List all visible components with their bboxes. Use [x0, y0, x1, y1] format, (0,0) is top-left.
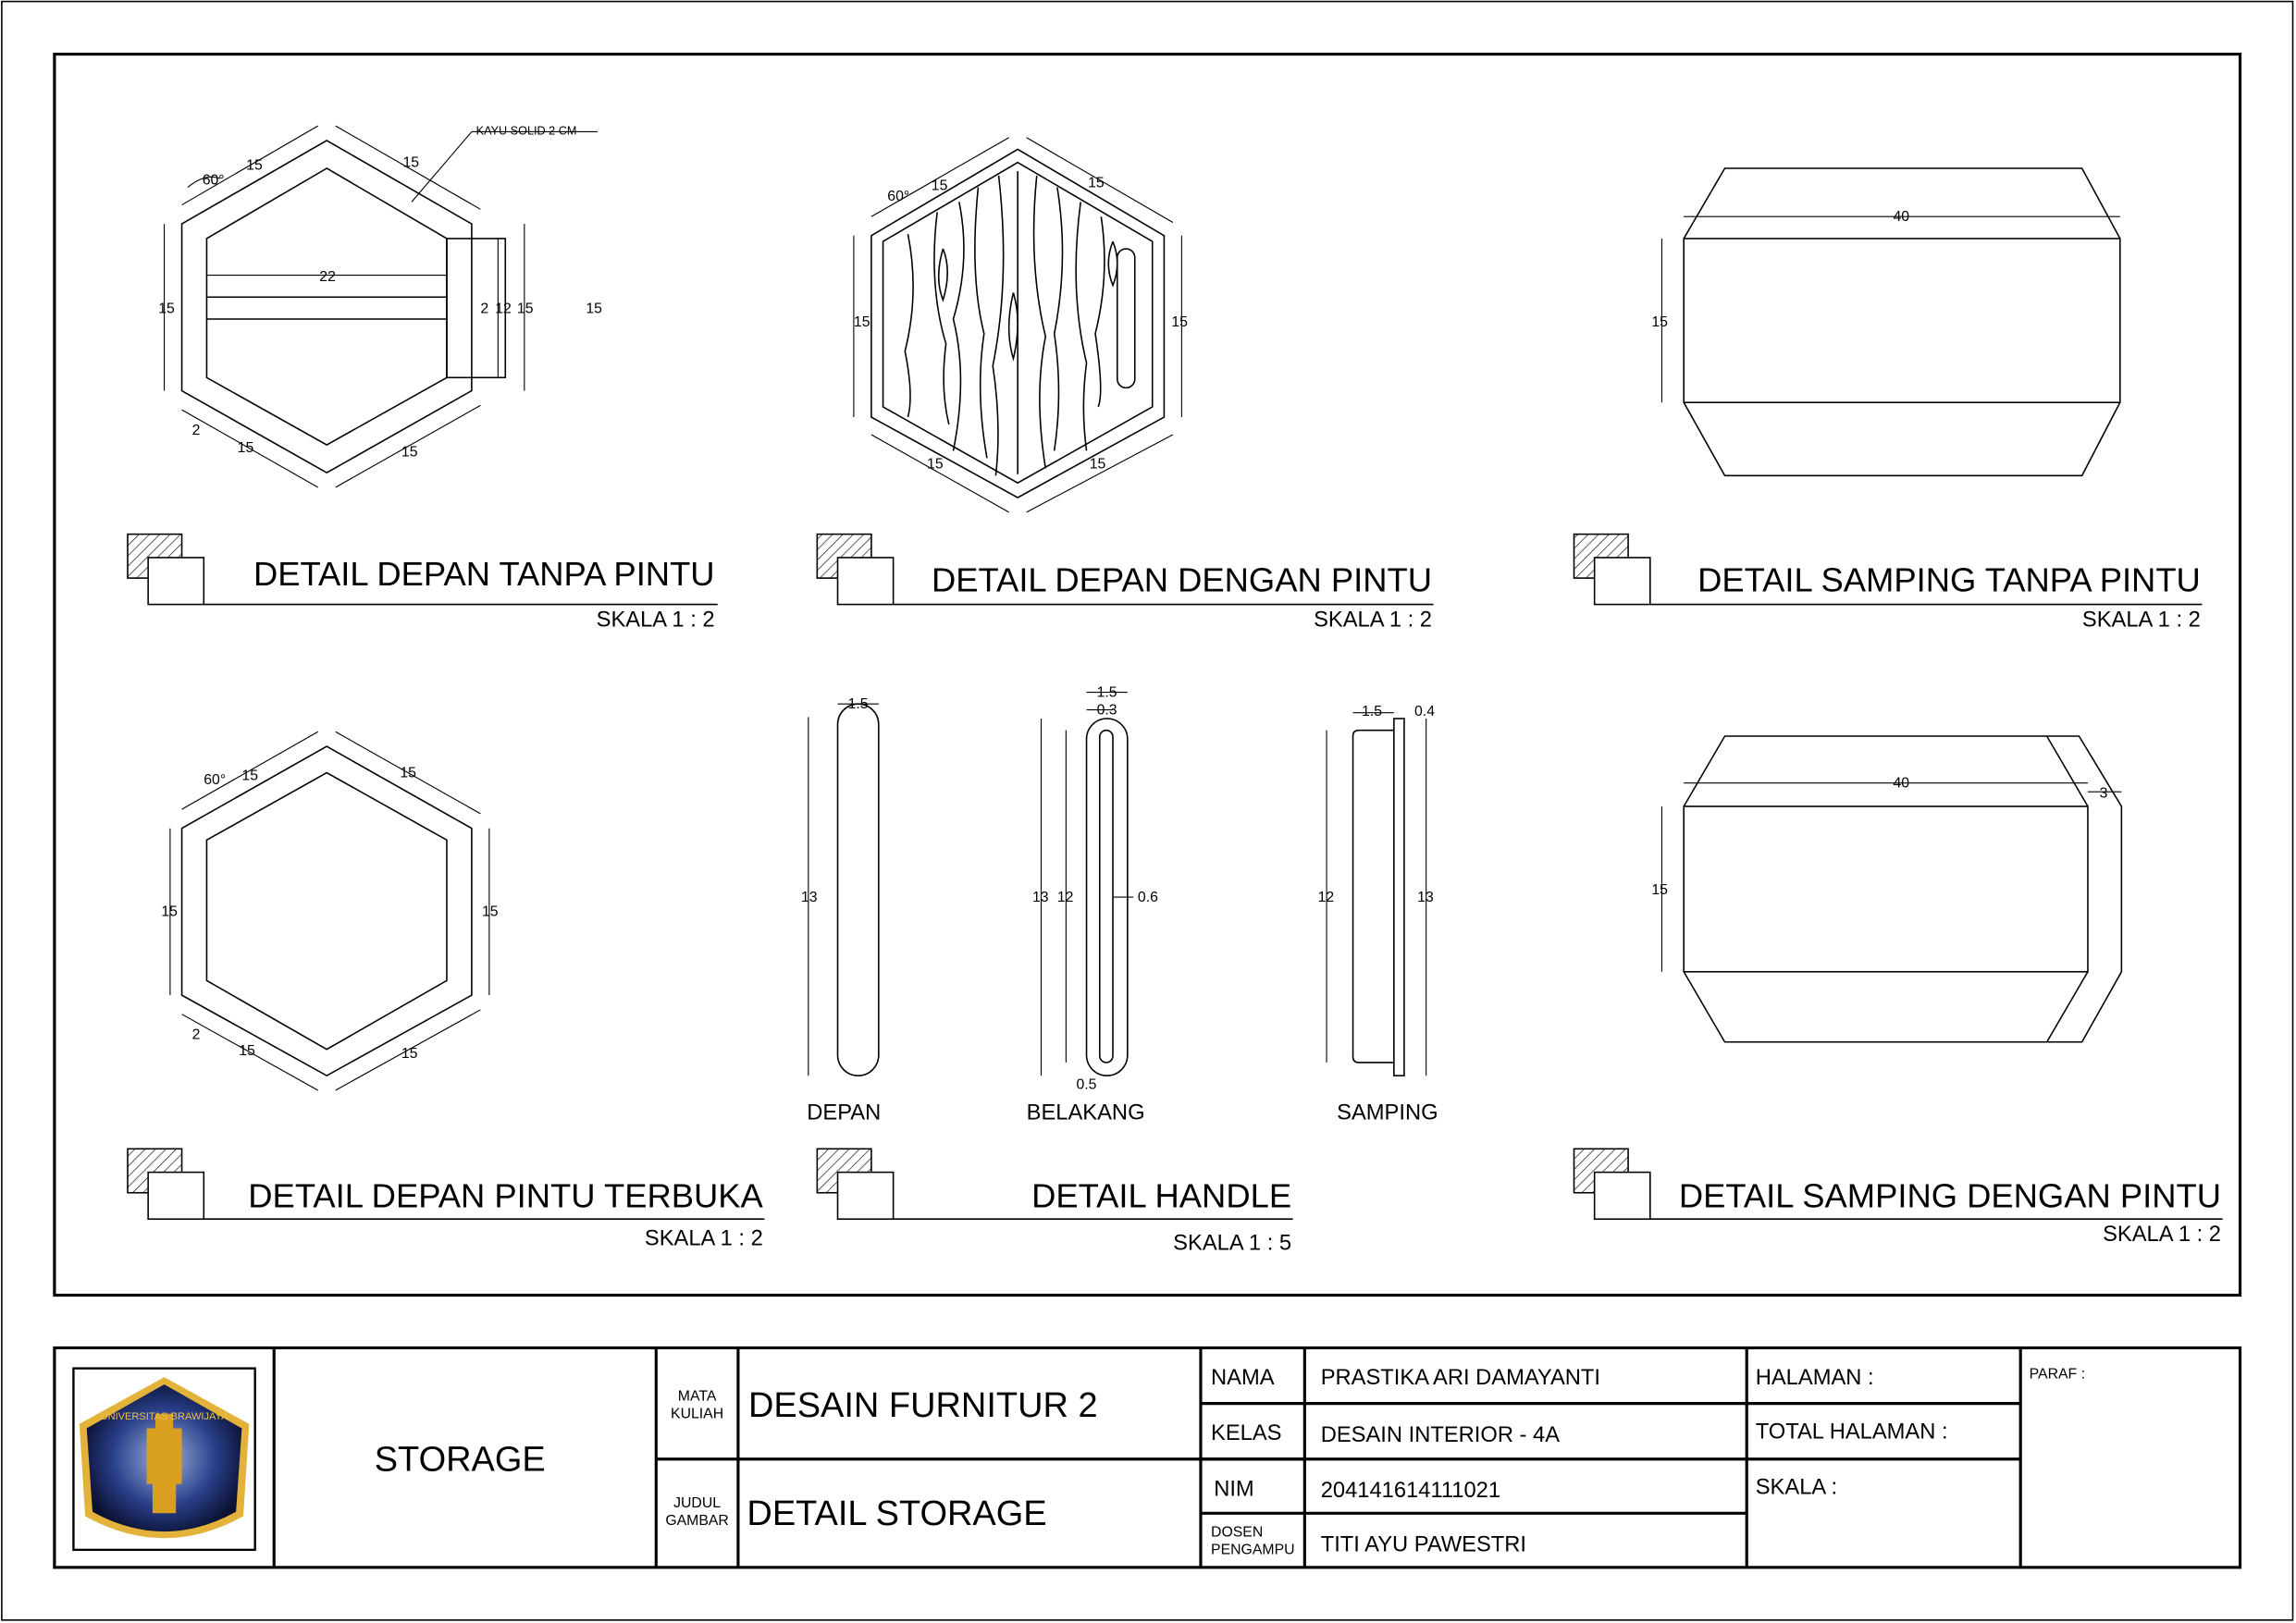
drawing-scale: SKALA 1 : 2 [1314, 608, 1432, 632]
mata-kuliah-value: DESAIN FURNITUR 2 [748, 1386, 1098, 1425]
dim-label: 15 [158, 301, 175, 317]
drawing-handle: 1.5 13 DEPAN 1.5 0.3 13 12 0.6 0.5 BELAK… [801, 684, 1438, 1125]
skala-label: SKALA : [1756, 1476, 1837, 1500]
dim-label: 15 [241, 768, 258, 783]
drawing-front-door-open: 15 15 15 15 15 15 60° 2 [161, 731, 499, 1091]
title-front-with-door: DETAIL DEPAN DENGAN PINTU SKALA 1 : 2 [816, 533, 1434, 632]
mata-kuliah-label: MATA [678, 1388, 717, 1404]
dim-label: 0.5 [1076, 1076, 1096, 1092]
drawing-title: DETAIL DEPAN DENGAN PINTU [932, 560, 1432, 598]
title-front-no-door: DETAIL DEPAN TANPA PINTU SKALA 1 : 2 [127, 533, 718, 632]
dim-label: 13 [1032, 890, 1049, 905]
drawing-front-with-door: 15 15 15 15 15 15 60° [853, 137, 1188, 513]
drawing-title: DETAIL DEPAN TANPA PINTU [253, 555, 715, 593]
dim-label: 2 [192, 423, 201, 438]
dim-label: 15 [403, 154, 420, 170]
dim-label: 0.6 [1138, 890, 1158, 905]
drawing-scale: SKALA 1 : 2 [2082, 608, 2201, 632]
dim-label: 1.5 [1362, 704, 1382, 719]
dosen-label: DOSEN [1211, 1525, 1263, 1541]
drawing-scale: SKALA 1 : 5 [1173, 1231, 1291, 1255]
drawing-scale: SKALA 1 : 2 [645, 1227, 763, 1251]
dim-label: 15 [517, 301, 534, 317]
dim-label: 1.5 [1097, 684, 1117, 700]
door-handle-slot [1116, 248, 1136, 389]
drawing-frame [53, 52, 2242, 1297]
drawing-side-with-door: 40 3 15 [1651, 735, 2123, 1043]
dim-label: 3 [2100, 785, 2108, 801]
title-front-door-open: DETAIL DEPAN PINTU TERBUKA SKALA 1 : 2 [127, 1148, 765, 1251]
dim-label: 60° [887, 189, 909, 204]
dim-label: 15 [400, 765, 416, 781]
dim-label: 15 [161, 904, 178, 920]
halaman-label: HALAMAN : [1756, 1366, 1874, 1390]
material-note: KAYU SOLID 2 CM [476, 125, 577, 138]
dim-label: 15 [1088, 176, 1105, 191]
drawing-title: DETAIL DEPAN PINTU TERBUKA [248, 1177, 763, 1215]
dim-label: 12 [495, 301, 512, 317]
dim-label: 1.5 [848, 696, 869, 712]
kelas-value: DESAIN INTERIOR - 4A [1321, 1423, 1560, 1447]
dim-label: 15 [1090, 456, 1106, 472]
paraf-label: PARAF : [2030, 1367, 2085, 1383]
title-handle: DETAIL HANDLE SKALA 1 : 5 [816, 1148, 1293, 1255]
dim-label: 40 [1893, 775, 1909, 791]
judul-label: GAMBAR [665, 1513, 729, 1529]
view-label-samping: SAMPING [1337, 1101, 1438, 1125]
view-label-depan: DEPAN [807, 1101, 881, 1125]
dim-label: 60° [204, 772, 226, 788]
dim-label: 15 [932, 178, 948, 194]
title-side-with-door: DETAIL SAMPING DENGAN PINTU SKALA 1 : 2 [1573, 1148, 2223, 1247]
dim-label: 15 [401, 445, 418, 461]
dim-label: 60° [203, 172, 225, 188]
logo-text: UNIVERSITAS BRAWIJAYA [101, 1411, 229, 1422]
drawing-side-no-door: 40 15 [1651, 167, 2121, 477]
dim-label: 15 [854, 314, 870, 330]
dim-label: 15 [246, 158, 263, 174]
drawing-scale: SKALA 1 : 2 [2103, 1223, 2221, 1247]
nim-value: 204141614111021 [1321, 1479, 1500, 1503]
drawing-scale: SKALA 1 : 2 [597, 608, 715, 632]
dim-label: 12 [1057, 890, 1074, 905]
dim-label: 15 [1171, 314, 1188, 330]
drawing-title: DETAIL SAMPING DENGAN PINTU [1679, 1177, 2221, 1215]
dim-label: 15 [586, 301, 602, 317]
dim-label: 12 [1318, 890, 1335, 905]
view-label-belakang: BELAKANG [1027, 1101, 1145, 1125]
dim-label: 2 [480, 301, 488, 317]
kelas-label: KELAS [1211, 1421, 1281, 1445]
dosen-label: PENGAMPU [1211, 1543, 1295, 1558]
drawing-title: DETAIL HANDLE [1031, 1177, 1291, 1215]
dim-label: 2 [192, 1027, 201, 1043]
nama-label: NAMA [1211, 1366, 1275, 1390]
dim-label: 40 [1893, 209, 1909, 225]
university-logo: UNIVERSITAS BRAWIJAYA [72, 1367, 256, 1552]
title-side-no-door: DETAIL SAMPING TANPA PINTU SKALA 1 : 2 [1573, 533, 2203, 632]
nim-label: NIM [1214, 1477, 1253, 1501]
dosen-value: TITI AYU PAWESTRI [1321, 1532, 1526, 1556]
total-halaman-label: TOTAL HALAMAN : [1756, 1420, 1948, 1445]
dim-label: 22 [319, 269, 336, 285]
dim-label: 0.4 [1414, 704, 1435, 719]
mata-kuliah-label: KULIAH [671, 1406, 723, 1421]
nama-value: PRASTIKA ARI DAMAYANTI [1321, 1366, 1600, 1390]
dim-label: 15 [927, 456, 944, 472]
drawing-front-no-door: 15 15 15 15 15 15 60° 22 2 12 15 2 KAYU … [158, 125, 602, 488]
dim-label: 0.3 [1097, 702, 1117, 718]
judul-label: JUDUL [673, 1495, 721, 1511]
drawing-title: DETAIL SAMPING TANPA PINTU [1697, 560, 2201, 598]
dim-label: 15 [401, 1046, 418, 1062]
dim-label: 15 [239, 1043, 255, 1059]
dim-label: 15 [1651, 882, 1668, 898]
dim-label: 15 [482, 904, 499, 920]
dim-label: 13 [801, 890, 818, 905]
title-block: UNIVERSITAS BRAWIJAYA STORAGE MATA KULIA… [53, 1346, 2242, 1569]
dim-label: 15 [1651, 314, 1668, 330]
project-name: STORAGE [375, 1440, 546, 1479]
dim-label: 13 [1417, 890, 1434, 905]
dim-label: 15 [238, 440, 254, 456]
judul-value: DETAIL STORAGE [747, 1494, 1046, 1533]
